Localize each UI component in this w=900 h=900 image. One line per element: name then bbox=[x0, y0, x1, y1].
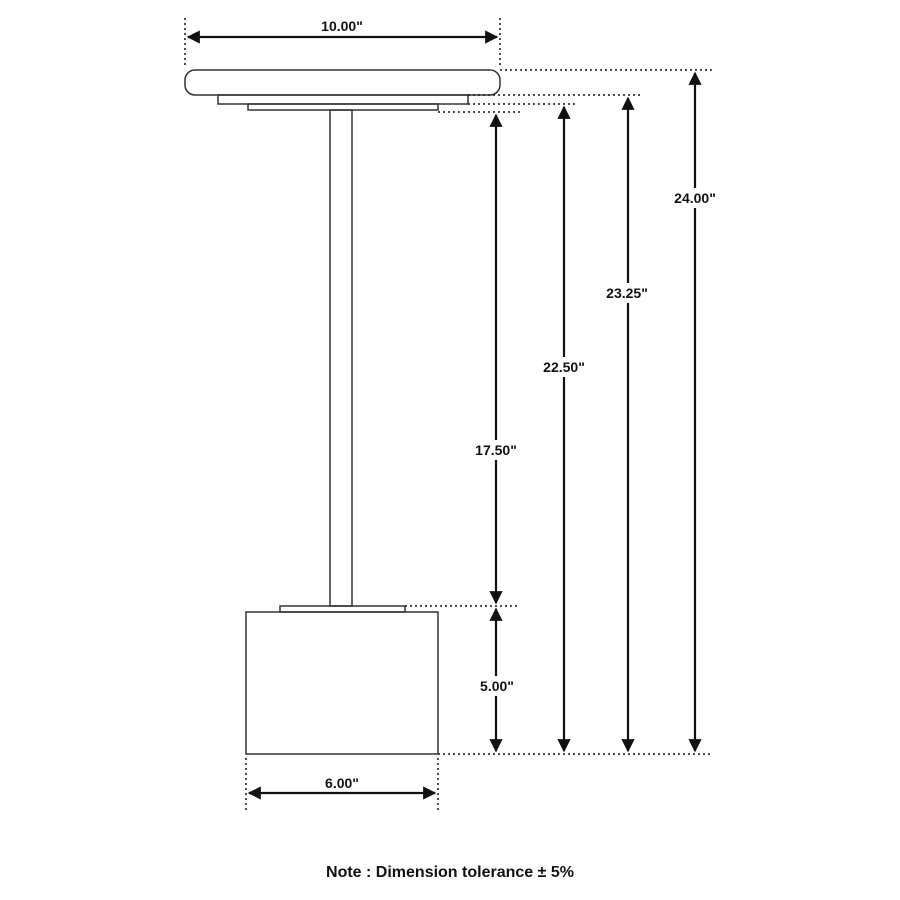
dimension-arrows bbox=[186, 30, 702, 800]
top-width-label: 10.00" bbox=[321, 18, 363, 34]
overall-height-label: 24.00" bbox=[674, 190, 716, 206]
height-22-label: 22.50" bbox=[543, 359, 585, 375]
pole bbox=[329, 109, 353, 607]
label-backgrounds bbox=[310, 17, 725, 696]
top-support-plate bbox=[217, 94, 469, 105]
extension-lines bbox=[184, 18, 712, 810]
base-height-label: 5.00" bbox=[480, 678, 514, 694]
base-block bbox=[245, 611, 439, 755]
base-plate bbox=[279, 605, 406, 613]
height-23-label: 23.25" bbox=[606, 285, 648, 301]
table-outline bbox=[184, 69, 501, 755]
tabletop bbox=[184, 69, 501, 96]
pole-height-label: 17.50" bbox=[475, 442, 517, 458]
tolerance-note: Note : Dimension tolerance ± 5% bbox=[326, 864, 574, 881]
base-width-label: 6.00" bbox=[325, 775, 359, 791]
top-collar bbox=[247, 103, 439, 111]
